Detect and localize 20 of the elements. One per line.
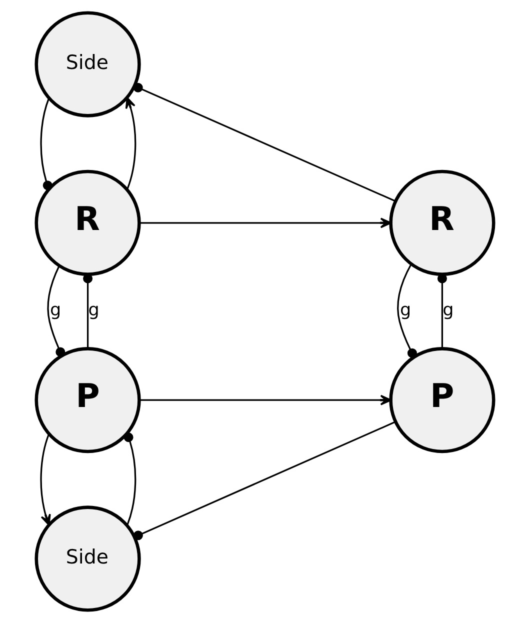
connector [40,98,52,190]
node-circle: Side [34,11,141,118]
node-circle: R [34,170,141,276]
connector [83,274,93,348]
connector [397,264,417,358]
connector [133,82,396,202]
edge-label: g [88,300,100,321]
arrow [125,96,136,190]
node-circle: Side [34,506,141,612]
connector [47,265,66,357]
connector [133,421,396,540]
edge-label: g [400,300,412,321]
arrow [139,394,392,406]
edge-label: g [442,300,454,321]
edge-label: g [50,300,62,321]
connector [437,274,447,348]
node-circle: R [389,170,496,276]
arrow [40,434,51,526]
arrow [139,218,392,228]
connector [124,432,136,526]
